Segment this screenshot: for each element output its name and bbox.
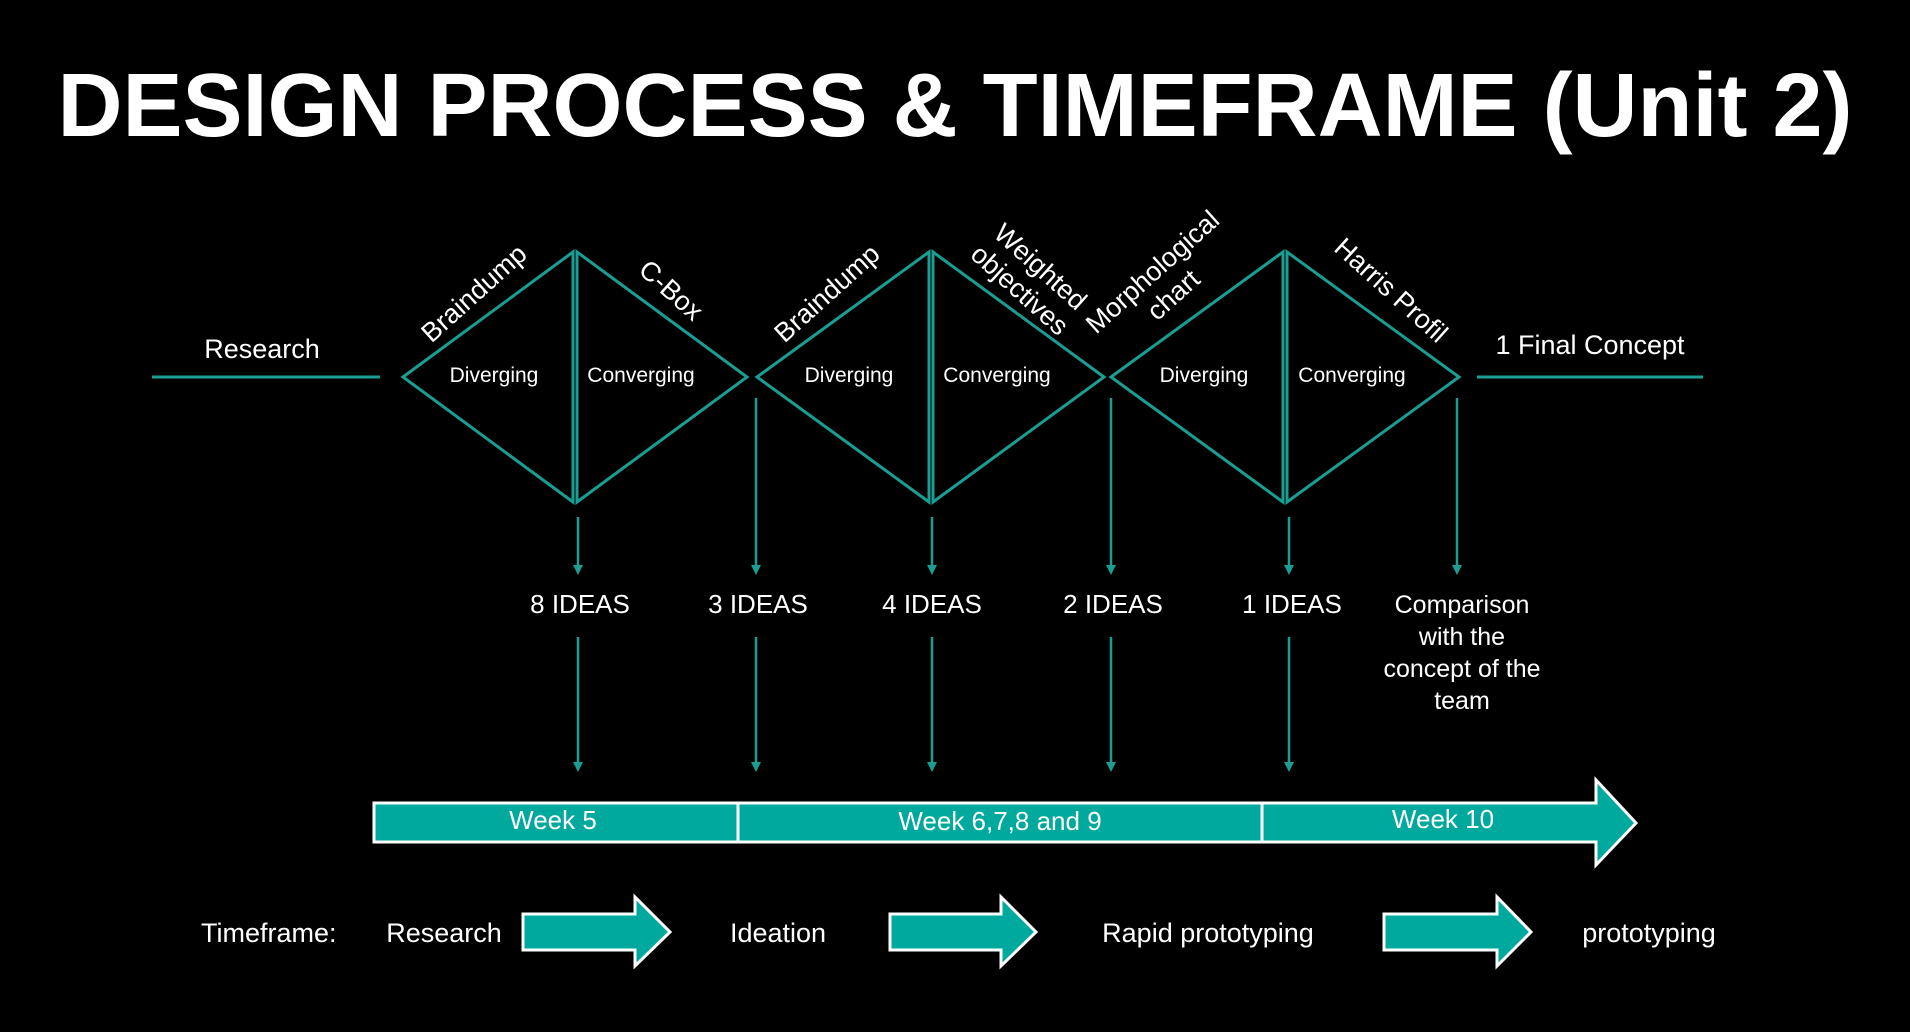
arrow-bottom-4-head <box>1106 762 1116 772</box>
diverging-triangle-1 <box>400 249 575 505</box>
arrow-top-4-head <box>1106 565 1116 575</box>
timeframe-ideation: Ideation <box>730 918 826 948</box>
phase-label-2: Converging <box>587 364 694 387</box>
output-label-5: 1 IDEAS <box>1242 589 1342 619</box>
output-label-3: 4 IDEAS <box>882 589 982 619</box>
output-label-2: 3 IDEAS <box>708 589 808 619</box>
arrow-top-6-head <box>1452 565 1462 575</box>
arrow-bottom-5-head <box>1284 762 1294 772</box>
week-10-label: Week 10 <box>1392 804 1494 834</box>
timeframe-arrow-1 <box>521 893 673 970</box>
timeframe-research: Research <box>386 918 502 948</box>
diverging-triangle-3 <box>1108 249 1285 505</box>
arrow-top-2-head <box>751 565 761 575</box>
arrow-bottom-2-head <box>751 762 761 772</box>
timeframe-arrow-2 <box>888 893 1039 970</box>
output-label-1: 8 IDEAS <box>530 589 630 619</box>
week-5-label: Week 5 <box>509 805 597 835</box>
arrow-top-3-head <box>927 565 937 575</box>
output-label-4: 2 IDEAS <box>1063 589 1163 619</box>
arrow-bottom-1-head <box>573 762 583 772</box>
tool-label-3: Braindump <box>768 238 885 348</box>
timeframe-label: Timeframe: <box>201 918 337 948</box>
phase-label-4: Converging <box>943 364 1050 387</box>
tool-label-2: C-Box <box>633 254 709 327</box>
diverging-triangle-2 <box>754 249 931 505</box>
end-label: 1 Final Concept <box>1495 330 1685 360</box>
arrow-top-5-head <box>1284 565 1294 575</box>
start-label: Research <box>204 334 320 364</box>
timeframe-rapid-prototyping: Rapid prototyping <box>1102 918 1314 948</box>
converging-triangle-1 <box>575 249 750 505</box>
arrow-top-1-head <box>573 565 583 575</box>
phase-label-3: Diverging <box>805 364 894 387</box>
phase-label-5: Diverging <box>1160 364 1249 387</box>
page-title: DESIGN PROCESS & TIMEFRAME (Unit 2) <box>57 56 1853 156</box>
converging-triangle-2 <box>931 249 1107 505</box>
arrow-bottom-3-head <box>927 762 937 772</box>
timeframe-prototyping: prototyping <box>1582 918 1716 948</box>
converging-triangle-3 <box>1285 249 1462 505</box>
tool-label-6: Harris Profil <box>1329 232 1454 349</box>
phase-label-6: Converging <box>1298 364 1405 387</box>
timeframe-arrow-3 <box>1382 893 1534 970</box>
week-timeline-arrow <box>372 776 1639 869</box>
phase-label-1: Diverging <box>450 364 539 387</box>
week-6-9-label: Week 6,7,8 and 9 <box>898 806 1101 836</box>
